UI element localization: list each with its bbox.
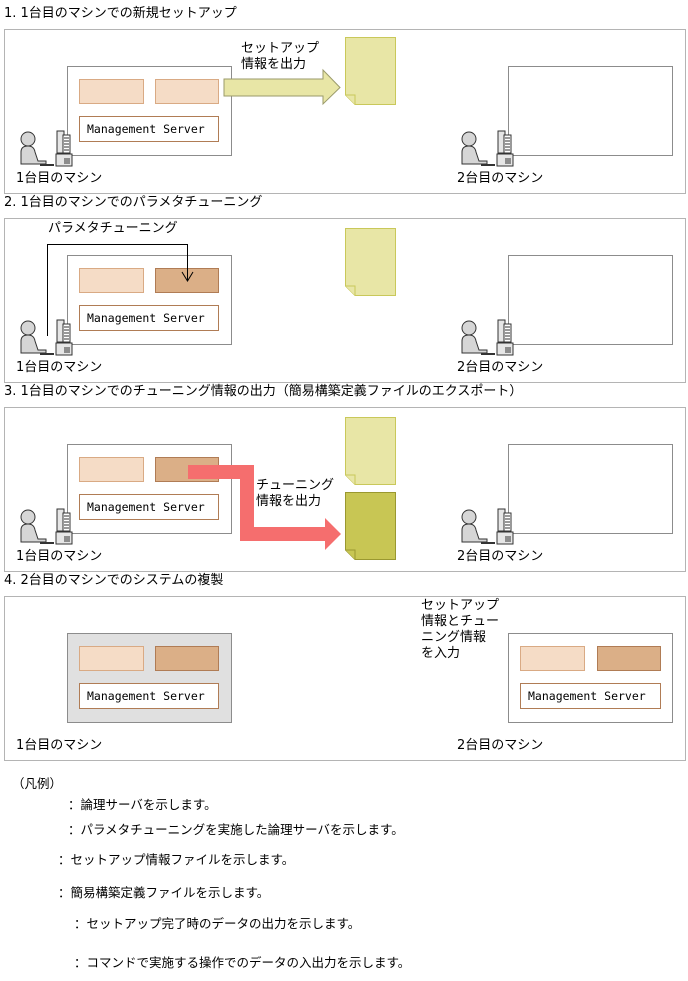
user-computer-icon [461, 130, 514, 167]
setup-output-arrow [223, 68, 341, 106]
arrow-label: 情報を出力 [241, 57, 307, 72]
user-computer-icon [461, 508, 514, 545]
setup-info-file-icon [345, 37, 396, 105]
machine-1-label: 1台目のマシン [16, 360, 103, 375]
setup-info-file-icon [345, 417, 396, 485]
section-4-title: 4. 2台目のマシンでのシステムの複製 [4, 573, 224, 588]
legend-heading: （凡例） [12, 776, 63, 791]
logical-server [79, 79, 144, 104]
management-server: Management Server [79, 305, 219, 331]
arrow-label: セットアップ [241, 41, 320, 56]
legend-item-text: ：簡易構築定義ファイルを示します。 [58, 885, 270, 900]
arrow-label: ニング情報 [421, 630, 487, 645]
machine-2-label: 2台目のマシン [457, 171, 544, 186]
machine-2-box [508, 255, 673, 345]
machine-2-box [508, 444, 673, 534]
user-computer-icon [20, 130, 73, 167]
arrow-label: 情報とチュー [421, 614, 500, 629]
legend-item-text: ：コマンドで実施する操作でのデータの入出力を示します。 [74, 955, 411, 970]
logical-server [520, 646, 585, 671]
management-server: Management Server [79, 683, 219, 709]
legend-item-text: ：セットアップ完了時のデータの出力を示します。 [74, 916, 361, 931]
user-computer-icon [20, 508, 73, 545]
section-2-title: 2. 1台目のマシンでのパラメタチューニング [4, 195, 263, 210]
section-1-panel [4, 29, 686, 194]
user-computer-icon [20, 319, 73, 356]
machine-2-label: 2台目のマシン [457, 360, 544, 375]
machine-2-label: 2台目のマシン [457, 549, 544, 564]
tuned-logical-server [597, 646, 661, 671]
logical-server [79, 268, 144, 293]
management-server: Management Server [520, 683, 661, 709]
logical-server [79, 646, 144, 671]
arrow-label: チューニング [256, 478, 335, 493]
command-output-arrow [188, 465, 341, 550]
user-computer-icon [461, 319, 514, 356]
machine-2-box [508, 66, 673, 156]
machine-1-label: 1台目のマシン [16, 738, 103, 753]
machine-1-label: 1台目のマシン [16, 171, 103, 186]
section-1-title: 1. 1台目のマシンでの新規セットアップ [4, 6, 237, 21]
arrow-label: パラメタチューニング [48, 221, 178, 236]
legend-item-text: ：パラメタチューニングを実施した論理サーバを示します。 [68, 822, 404, 837]
management-server: Management Server [79, 116, 219, 142]
section-2-panel [4, 218, 686, 383]
arrow-label: 情報を出力 [256, 494, 322, 509]
section-3-title: 3. 1台目のマシンでのチューニング情報の出力（簡易構築定義ファイルのエクスポー… [4, 384, 523, 399]
parameter-tuning-arrow [47, 244, 194, 336]
arrow-label: を入力 [421, 646, 461, 661]
tuned-logical-server [155, 646, 219, 671]
logical-server [155, 79, 219, 104]
management-server: Management Server [79, 494, 219, 520]
legend-item-text: ：論理サーバを示します。 [68, 797, 217, 812]
simple-build-definition-file-icon [345, 492, 396, 560]
section-4-panel [4, 596, 686, 761]
legend-item-text: ：セットアップ情報ファイルを示します。 [58, 852, 295, 867]
logical-server [79, 457, 144, 482]
machine-2-label: 2台目のマシン [457, 738, 544, 753]
section-3-panel [4, 407, 686, 572]
arrow-label: セットアップ [421, 598, 500, 613]
machine-1-label: 1台目のマシン [16, 549, 103, 564]
setup-info-file-icon [345, 228, 396, 296]
